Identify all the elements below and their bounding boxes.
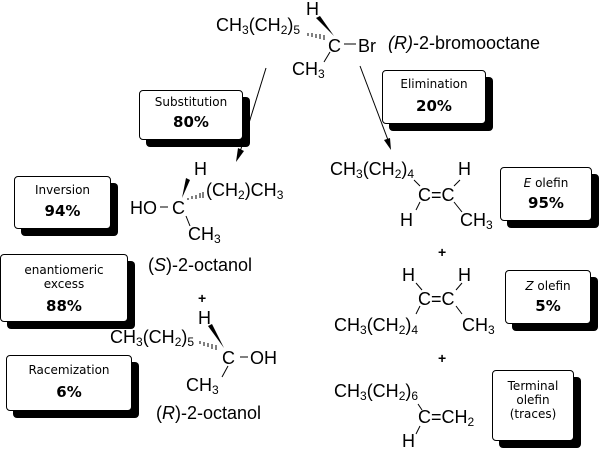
z-olefin-box: Z olefin 5%: [505, 270, 591, 324]
r-octanol-chain: CH3(CH2)5: [110, 327, 195, 349]
r-octanol-config: R: [162, 403, 175, 423]
e-olefin-double-bond: C=C: [418, 185, 455, 205]
s-octanol-h: H: [194, 159, 207, 179]
substitution-label: Substitution: [154, 95, 228, 109]
reactant-config: (R): [388, 33, 413, 53]
s-octanol-methyl: CH3: [188, 224, 221, 246]
arrow-substitution: [239, 67, 267, 153]
elimination-box: Elimination 20%: [382, 70, 486, 124]
bond-z-h-left: [415, 282, 423, 291]
substitution-box: Substitution 80%: [139, 90, 243, 140]
s-octanol-carbon: C: [172, 198, 185, 218]
r-octanol-name-rest: -2-octanol: [181, 403, 262, 423]
substitution-percent: 80%: [173, 113, 209, 131]
wedge-bond-r-h: [208, 324, 224, 348]
terminal-olefin-double-bond: C=CH2: [418, 407, 475, 429]
reactant-h: H: [306, 0, 319, 19]
s-octanol-chain: (CH2)CH3: [206, 180, 284, 202]
z-olefin-config: Z: [525, 279, 534, 293]
terminal-olefin-box: Terminal olefin (traces): [492, 370, 574, 441]
s-octanol-name-rest: -2-octanol: [172, 255, 253, 275]
racemization-percent: 6%: [56, 383, 82, 401]
e-olefin-label-text: olefin: [535, 176, 569, 190]
z-olefin-percent: 5%: [535, 297, 561, 315]
ee-percent: 88%: [46, 297, 82, 315]
terminal-olefin-line2: olefin: [516, 393, 550, 407]
reactant-name: (R)-2-bromooctane: [388, 34, 540, 52]
s-octanol-name: (S)-2-octanol: [148, 255, 253, 275]
arrow-elimination: [359, 65, 389, 141]
e-olefin-h-top: H: [458, 159, 471, 179]
reactant-name-rest: -2-bromooctane: [413, 33, 541, 53]
hash-bond-r-chain: [199, 341, 217, 350]
r-octanol-methyl: CH3: [186, 375, 219, 397]
inversion-label: Inversion: [34, 183, 91, 197]
elimination-label: Elimination: [400, 77, 468, 91]
bond-z-chain: [415, 305, 421, 315]
arrow-elimination-head: [384, 138, 391, 150]
hash-bond-s-chain: [187, 192, 204, 200]
hash-bond-reactant-chain: [307, 33, 325, 40]
reactant-methyl: CH3: [292, 59, 325, 81]
bond-e-methyl: [453, 201, 463, 213]
z-olefin-chain: CH3(CH2)4: [334, 315, 419, 337]
plus-sign-e-z: +: [438, 244, 447, 260]
terminal-olefin-line3: (traces): [509, 407, 557, 421]
elimination-percent: 20%: [416, 97, 452, 115]
bond-z-methyl: [455, 305, 463, 315]
racemization-label: Racemization: [28, 363, 110, 377]
s-octanol-ho: HO: [130, 198, 157, 218]
r-octanol-name: (R)-2-octanol: [156, 403, 262, 423]
ee-label-line2: excess: [43, 277, 85, 291]
z-olefin-h-right: H: [458, 265, 471, 285]
r-octanol-h: H: [198, 308, 211, 328]
ee-label-line1: enantiomeric: [24, 263, 104, 277]
terminal-olefin-line1: Terminal: [507, 379, 559, 393]
bond-t-chain: [417, 403, 423, 411]
z-olefin-label-text: olefin: [537, 279, 571, 293]
inversion-box: Inversion 94%: [14, 176, 111, 229]
bond-e-h-bottom: [415, 201, 421, 211]
r-octanol-oh: OH: [250, 348, 277, 368]
reactant-chain: CH3(CH2)5: [216, 15, 301, 37]
r-octanol-carbon: C: [222, 348, 235, 368]
wedge-bond-reactant-h: [316, 16, 334, 36]
plus-sign-z-terminal: +: [438, 350, 447, 366]
z-olefin-h-left: H: [402, 265, 415, 285]
z-olefin-methyl: CH3: [462, 315, 495, 337]
s-octanol-config: S: [154, 255, 167, 275]
terminal-olefin-h: H: [402, 431, 415, 450]
bond-e-chain: [413, 179, 421, 187]
reactant-bromine: Br: [358, 36, 376, 56]
e-olefin-chain: CH3(CH2)4: [330, 159, 415, 181]
bond-z-h-right: [455, 282, 463, 291]
z-olefin-label: Z olefin: [506, 279, 590, 293]
reactant-carbon: C: [328, 36, 341, 56]
plus-sign-octanols: +: [198, 290, 207, 306]
enantiomeric-excess-box: enantiomeric excess 88%: [0, 254, 128, 322]
z-olefin-double-bond: C=C: [418, 289, 455, 309]
inversion-percent: 94%: [44, 202, 81, 220]
e-olefin-config: E: [523, 176, 532, 190]
wedge-bond-s-h: [182, 178, 190, 198]
e-olefin-methyl: CH3: [460, 210, 493, 232]
bond-r-methyl: [221, 365, 229, 378]
bond-s-methyl: [185, 215, 191, 227]
bond-t-h: [415, 425, 421, 435]
e-olefin-h-bottom: H: [400, 210, 413, 230]
e-olefin-box: E olefin 95%: [500, 167, 592, 221]
bond-e-h-top: [453, 179, 461, 187]
bond-reactant-methyl: [323, 51, 331, 63]
e-olefin-label: E olefin: [501, 176, 591, 190]
racemization-box: Racemization 6%: [6, 355, 132, 411]
e-olefin-percent: 95%: [528, 194, 564, 212]
arrow-substitution-head: [236, 148, 244, 162]
terminal-olefin-chain: CH3(CH2)6: [334, 381, 419, 403]
